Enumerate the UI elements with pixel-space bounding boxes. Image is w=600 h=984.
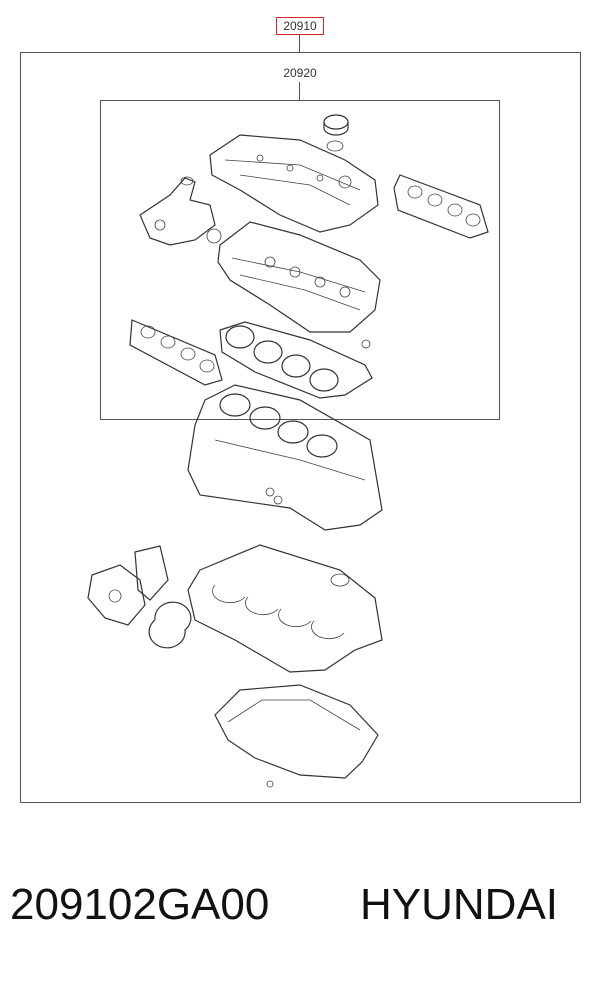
oil-filler-cap xyxy=(323,114,349,152)
assembly-label: 20910 xyxy=(276,17,324,35)
assembly-leader-line xyxy=(299,34,300,52)
cylinder-head xyxy=(217,221,381,349)
brand-name: HYUNDAI xyxy=(360,880,559,929)
exhaust-manifold-gasket xyxy=(129,319,223,386)
subassembly-leader-line xyxy=(299,82,300,100)
subassembly-frame xyxy=(100,100,500,420)
cylinder-block xyxy=(187,384,383,531)
part-number: 209102GA00 xyxy=(10,880,270,929)
oil-pan xyxy=(214,684,379,788)
lower-crankcase xyxy=(187,544,383,673)
cylinder-head-gasket xyxy=(219,321,373,399)
intake-manifold-gasket xyxy=(393,174,489,239)
assembly-frame xyxy=(20,52,581,803)
thermostat-housing xyxy=(139,176,222,246)
water-pump xyxy=(87,545,192,649)
subassembly-label: 20920 xyxy=(283,66,317,80)
cylinder-head-cover xyxy=(209,134,379,233)
